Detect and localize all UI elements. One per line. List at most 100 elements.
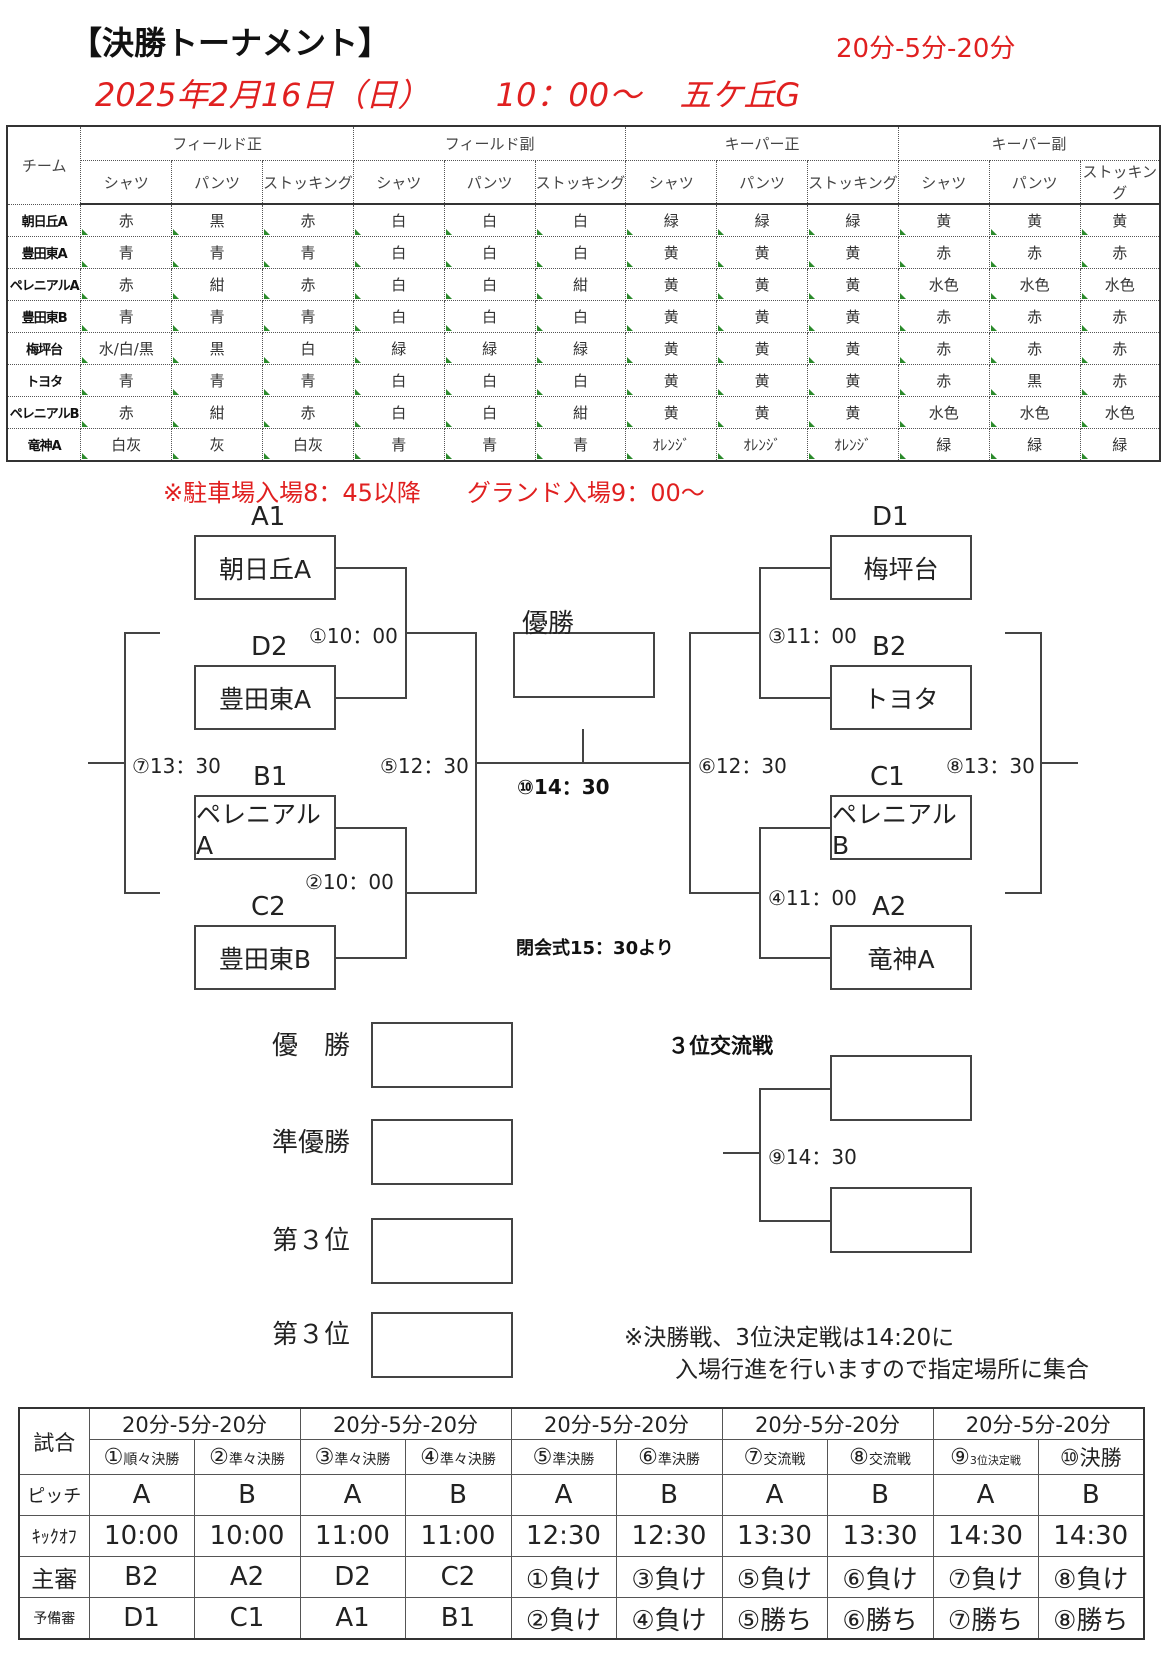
game-cell: ⑧交流戦 [826, 1439, 934, 1475]
row-header-kickoff: ｷｯｸｵﾌ [18, 1515, 90, 1557]
team-box: 朝日丘A [194, 535, 336, 600]
referee-cell: ⑧負け [1037, 1556, 1145, 1598]
bracket-line [124, 892, 160, 894]
event-date: 2025年2月16日（日） [95, 76, 430, 114]
uniform-color: 黒 [171, 203, 264, 237]
ground-note: グランド入場9：00～ [466, 479, 705, 507]
match-label: ②10：00 [303, 866, 396, 895]
uniform-color: ｵﾚﾝｼﾞ [807, 428, 899, 462]
uniform-color: 赤 [897, 236, 990, 269]
uniform-color: 灰 [171, 428, 264, 462]
game-number: ⑦ [743, 1444, 764, 1470]
uniform-color: 黄 [897, 203, 990, 237]
event-time: 10：00～ [495, 76, 642, 114]
uniform-color: 黒 [171, 332, 264, 365]
reserve-cell: D1 [88, 1597, 195, 1640]
uniform-color: 黄 [716, 396, 809, 429]
pitch-cell: B [404, 1474, 512, 1516]
bracket-line [689, 632, 761, 634]
bracket-line [336, 957, 407, 959]
uniform-color: 赤 [262, 396, 354, 429]
uniform-color: 紺 [171, 268, 264, 301]
ceremony-note: 入場行進を行いますので指定場所に集合 [675, 1357, 1089, 1383]
uniform-color: 赤 [988, 332, 1081, 365]
parking-note: ※駐車場入場8：45以降 [163, 479, 421, 507]
uniform-color: 水/白/黒 [80, 332, 173, 365]
pitch-cell: A [932, 1474, 1039, 1516]
uniform-color: 水色 [1079, 268, 1161, 301]
match-label: ⑥12：30 [696, 750, 789, 779]
team-name: ペレニアルA [6, 268, 82, 301]
uniform-color: 白 [443, 396, 536, 429]
uniform-color: 紺 [534, 268, 627, 301]
seed-label: B2 [872, 632, 907, 662]
game-name: 3位決定戦 [969, 1453, 1021, 1467]
bracket-line [759, 827, 830, 829]
uniform-color: 緑 [807, 203, 899, 237]
team-box: 豊田東B [194, 925, 336, 990]
item-header: シャツ [352, 160, 445, 205]
pitch-cell: A [721, 1474, 828, 1516]
format-cell: 20分-5分-20分 [932, 1407, 1145, 1440]
pitch-cell: B [1037, 1474, 1145, 1516]
bracket-line [336, 827, 407, 829]
result-box [371, 1312, 513, 1378]
team-name: トヨタ [6, 364, 82, 397]
reserve-cell: ⑥勝ち [826, 1597, 934, 1640]
group-header: フィールド正 [80, 125, 354, 161]
game-cell: ⑥準決勝 [615, 1439, 723, 1475]
uniform-color: 白 [352, 396, 445, 429]
kickoff-cell: 14:30 [932, 1515, 1039, 1557]
uniform-color: 赤 [897, 332, 990, 365]
kickoff-cell: 11:00 [299, 1515, 406, 1557]
format-cell: 20分-5分-20分 [299, 1407, 512, 1440]
row-header-pitch: ピッチ [18, 1474, 90, 1516]
table-row: トヨタ青青青白白白黄黄黄赤黒赤 [6, 364, 1161, 397]
uniform-color: 緑 [443, 332, 536, 365]
result-label: 第３位 [272, 1320, 351, 1350]
format-cell: 20分-5分-20分 [88, 1407, 301, 1440]
uniform-color: 白 [443, 236, 536, 269]
bracket-line [759, 1088, 761, 1222]
group-header: キーパー副 [897, 125, 1161, 161]
bracket-line [759, 1088, 830, 1090]
seed-label: D2 [251, 632, 288, 662]
uniform-color: 赤 [1079, 300, 1161, 333]
reserve-cell: ⑦勝ち [932, 1597, 1039, 1640]
game-name: 準々決勝 [439, 1451, 496, 1468]
seed-label: C1 [870, 762, 905, 792]
bracket-line [759, 1220, 830, 1222]
reserve-cell: ④負け [615, 1597, 723, 1640]
item-header: シャツ [897, 160, 990, 205]
bracket-line [582, 729, 584, 764]
uniform-color: 青 [534, 428, 627, 462]
uniform-color: 赤 [897, 300, 990, 333]
game-cell: ①順々決勝 [88, 1439, 195, 1475]
uniform-color: 白 [534, 300, 627, 333]
uniform-color: 黄 [625, 364, 718, 397]
uniform-color: 黄 [625, 300, 718, 333]
uniform-color: 黄 [716, 268, 809, 301]
uniform-color: 白 [443, 203, 536, 237]
game-cell: ④準々決勝 [404, 1439, 512, 1475]
pitch-cell: A [510, 1474, 617, 1516]
item-header: パンツ [988, 160, 1081, 205]
kickoff-cell: 12:30 [615, 1515, 723, 1557]
seed-label: A1 [251, 502, 286, 532]
row-header-match: 試合 [18, 1407, 90, 1475]
group-header: キーパー正 [625, 125, 899, 161]
team-box: 梅坪台 [830, 535, 972, 600]
team-name: 豊田東B [6, 300, 82, 333]
match-label: ①10：00 [307, 620, 400, 649]
match-label: ⑦13：30 [130, 750, 223, 779]
result-label: 優 勝 [272, 1031, 351, 1061]
event-info: 2025年2月16日（日） 10：00～ 五ケ丘G [95, 70, 800, 116]
pitch-cell: B [193, 1474, 301, 1516]
match-label: ⑧13：30 [944, 750, 1037, 779]
team-name: ペレニアルB [6, 396, 82, 429]
champion-box [513, 632, 655, 698]
uniform-color: 青 [352, 428, 445, 462]
team-name: 朝日丘A [6, 203, 82, 237]
